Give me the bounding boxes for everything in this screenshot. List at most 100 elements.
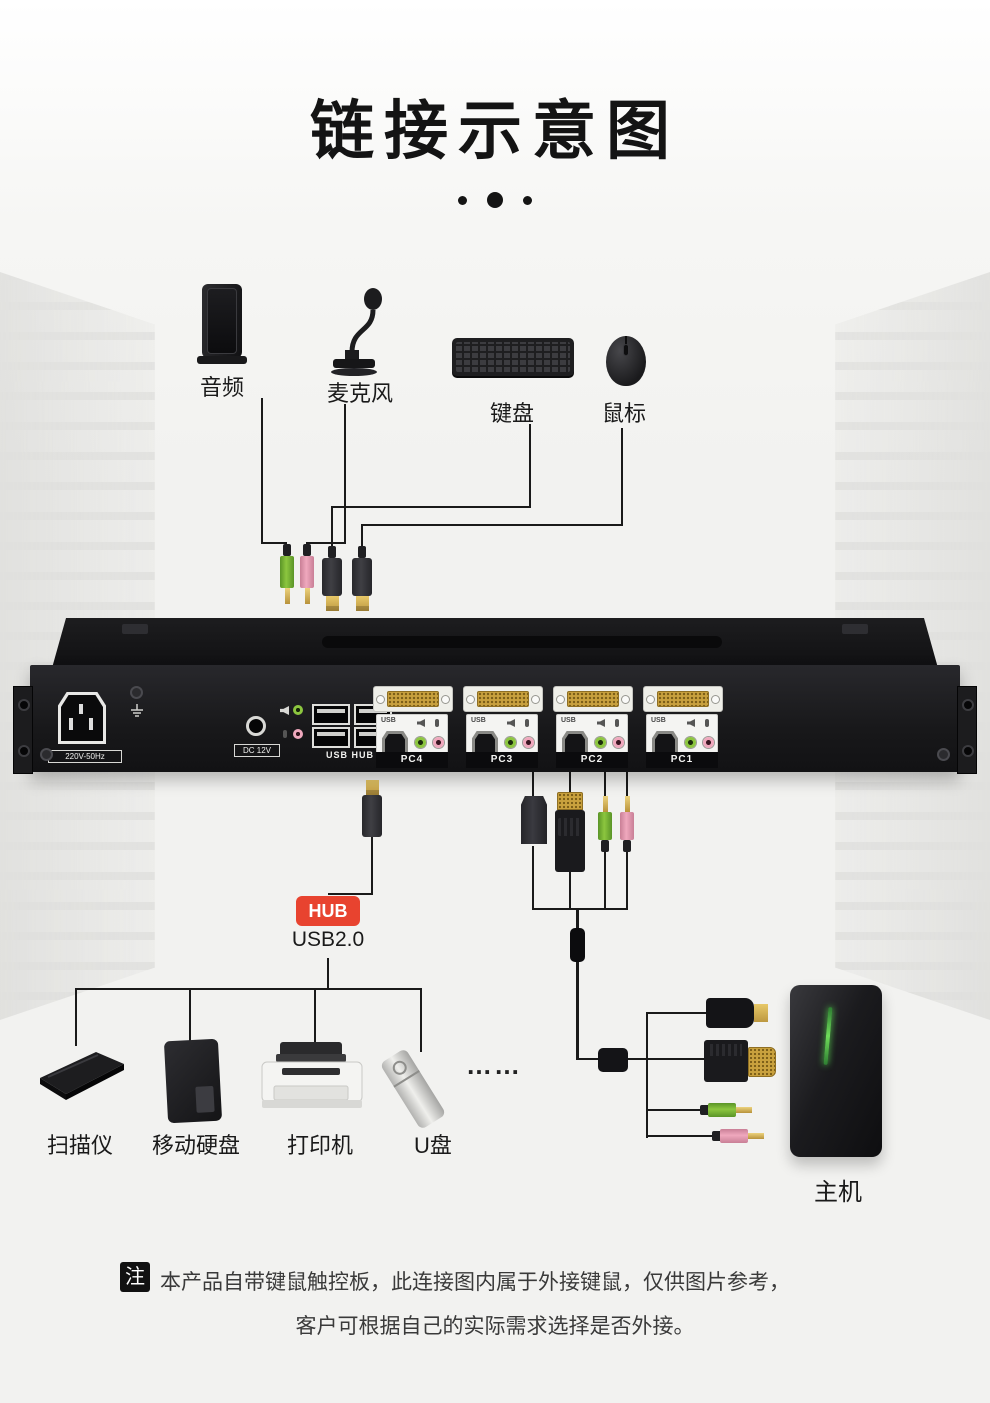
connection-line [420,988,422,1052]
cable-relief [712,1131,722,1141]
usb-b-port [382,731,408,755]
keyboard-label: 键盘 [489,401,534,426]
pc-port-name: PC1 [646,752,718,768]
cable-relief [700,1105,710,1115]
audio-out-jack [595,737,606,748]
mic-icon [435,719,439,727]
hub-usb-plug [362,780,382,837]
connection-line [306,542,346,544]
mic-in-jack [613,737,624,748]
mic-icon [283,730,287,738]
connection-line [646,1135,714,1137]
plug-tip [748,1047,776,1077]
audio-out-jack [415,737,426,748]
dvi-plug-body [555,810,585,872]
pc-port-section: USB PC3 [458,686,546,768]
jack-body [598,812,612,840]
jack-tip [624,796,630,812]
dvi-port [373,686,453,712]
cable-relief [358,546,366,558]
microphone-icon [331,288,382,376]
dot-icon [487,192,503,208]
mic-icon [525,719,529,727]
mouse-usb-plug [352,546,372,611]
connection-line [604,846,606,910]
usb-a-port [312,704,350,725]
connection-line [646,1012,706,1014]
host-pc-tower-icon [790,985,882,1157]
printer-label: 打印机 [286,1133,353,1158]
dvi-connector [567,691,619,707]
plug-tip [754,1004,768,1022]
connection-line [579,1058,599,1060]
jack-body [720,1129,748,1143]
jack-body [280,556,294,588]
speaker-icon [280,706,289,715]
connection-line [189,988,191,1042]
pc-port-section: USB PC1 [638,686,726,768]
dvi-connector [387,691,439,707]
connection-line [327,958,329,988]
dvi-port [463,686,543,712]
mic-jack-pink-connector [300,544,314,604]
connection-line [261,398,263,542]
dot-icon [458,195,467,205]
dc-power-port [246,716,266,736]
plug-body [704,1040,748,1082]
jack-tip [736,1107,752,1113]
cable-splitter [598,1048,628,1072]
usb-plug-body [352,558,372,596]
note-text-line2: 客户可根据自己的实际需求选择是否外接。 [295,1315,695,1338]
connection-line [621,428,623,524]
usb2-label: USB2.0 [291,928,365,951]
ground-symbol-icon [131,704,143,717]
decorative-dots [0,192,990,208]
connection-line [328,893,373,895]
jack-tip [602,796,608,812]
cable-relief [303,544,311,556]
kvm-switch-device: 220V-50Hz DC 12V USB HUB USB [13,618,977,774]
speaker-icon [417,719,425,727]
audio-label: 音频 [199,375,244,400]
connection-line [532,846,534,910]
dvi-connector [477,691,529,707]
kvm-handle [322,636,722,648]
mic-icon [705,719,709,727]
audio-speaker-icon [197,284,247,364]
mic-jack-pink-connector [620,796,634,852]
note-badge: 注 [120,1262,150,1292]
jack-body [620,812,634,840]
mobile-hdd-icon [163,1038,223,1124]
dvi-port [643,686,723,712]
connection-line [361,524,623,526]
host-led-strip [823,1006,833,1066]
jack-tip [284,588,290,604]
mic-in-jack [433,737,444,748]
connection-line [361,524,363,546]
usb-port-label: USB [471,717,486,724]
jack-tip [304,588,310,604]
power-rating-label: 220V-50Hz [48,750,122,763]
mic-in-jack [703,737,714,748]
screw-icon [40,748,53,761]
mouse-icon [606,336,646,386]
power-pin [79,704,83,714]
connection-line [532,772,534,798]
dot-icon [523,195,532,205]
dvi-connector [657,691,709,707]
scanner-label: 扫描仪 [46,1133,113,1158]
usb-flash-drive-icon [379,1047,447,1131]
usb-port-label: USB [651,717,666,724]
keyboard-icon [452,338,574,376]
screw-icon [937,748,950,761]
connection-line [646,1012,648,1138]
connection-line [628,1058,648,1060]
connection-line [604,772,606,796]
jack-tip [748,1133,764,1139]
host-label: 主机 [814,1179,862,1206]
pc-port-section: USB PC4 [368,686,456,768]
mic-in-jack [523,737,534,748]
connection-line [529,424,531,508]
screw-hole [18,699,30,711]
dvi-plug-tip [557,792,583,810]
